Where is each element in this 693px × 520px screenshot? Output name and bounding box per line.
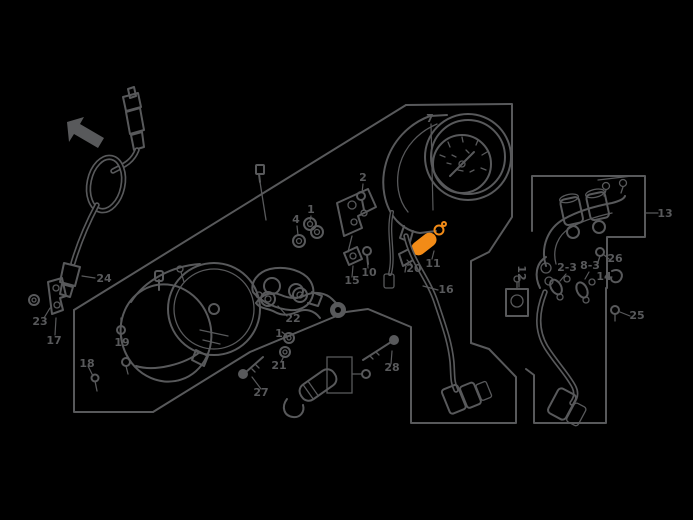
part-label-12[interactable]: 12 [515,265,528,280]
part-label-1[interactable]: 1 [307,203,315,216]
part-label-28[interactable]: 28 [384,361,399,374]
left-panel-small-parts [28,277,131,392]
panel-outlines [73,103,646,424]
part-label-22[interactable]: 22 [285,312,300,325]
part-label-4[interactable]: 4 [292,213,300,226]
part-label-2-3[interactable]: 2-3 [557,261,577,274]
part-label-11[interactable]: 11 [425,257,440,270]
direction-arrow-icon [67,117,104,148]
highlighted-bulb[interactable] [409,221,447,258]
part-label-1[interactable]: 1 [275,327,283,340]
part-label-26[interactable]: 26 [607,252,623,265]
part-label-20[interactable]: 20 [406,262,422,275]
part-label-14[interactable]: 14 [596,270,612,283]
gauge-fixing-parts [292,188,377,266]
part-label-16[interactable]: 16 [438,283,454,296]
stay-bracket [251,266,323,312]
part-label-2[interactable]: 2 [359,171,367,184]
part-label-24[interactable]: 24 [96,272,112,285]
speedo-cable-lower [403,233,493,415]
part-label-17[interactable]: 17 [46,334,61,347]
speedo-case-cylinder [119,164,267,383]
part-label-21[interactable]: 21 [271,359,286,372]
part-label-7[interactable]: 7 [426,112,434,125]
part-label-15[interactable]: 15 [344,274,359,287]
part-label-23[interactable]: 23 [32,315,47,328]
right-assembly [505,175,633,427]
part-label-8-3[interactable]: 8-3 [580,259,600,272]
lower-bracket-assembly [238,287,399,419]
label-leader-lines [43,123,659,390]
part-label-10[interactable]: 10 [361,266,377,279]
speedo-cable-upper [59,86,145,298]
part-label-19[interactable]: 19 [114,336,129,349]
part-label-27[interactable]: 27 [253,386,268,399]
part-label-25[interactable]: 25 [629,309,644,322]
part-label-18[interactable]: 18 [79,357,94,370]
part-label-13[interactable]: 13 [657,207,672,220]
